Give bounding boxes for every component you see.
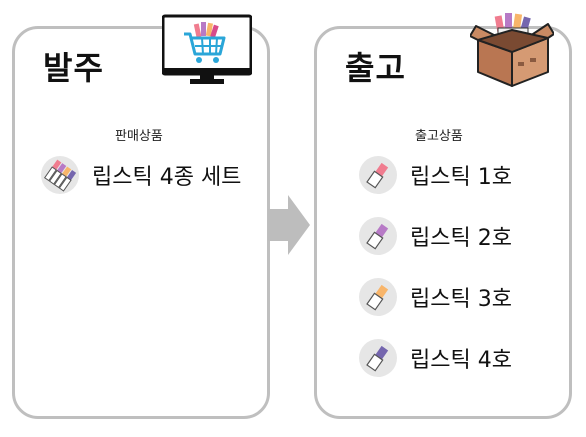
lipstick-set-icon [41, 156, 79, 194]
shipping-item: 립스틱 3호 [359, 278, 512, 316]
lipstick-icon [359, 156, 397, 194]
shipping-item-label: 립스틱 4호 [410, 348, 512, 373]
shipping-item-label: 립스틱 2호 [410, 226, 512, 251]
order-product-label: 립스틱 4종 세트 [92, 165, 242, 190]
lipstick-icon [359, 339, 397, 377]
shipping-item: 립스틱 4호 [359, 339, 512, 377]
open-box-lipsticks-icon [469, 8, 555, 92]
order-section-label: 판매상품 [115, 129, 163, 144]
right-arrow-icon [268, 195, 310, 259]
shipping-title: 출고 [345, 49, 406, 87]
order-product-item: 립스틱 4종 세트 [41, 156, 241, 194]
shipping-section-label: 출고상품 [415, 129, 463, 144]
order-panel: 발주 판매상품 립스틱 4종 세트 [12, 26, 270, 419]
monitor-shopping-cart-icon [161, 14, 253, 90]
lipstick-icon [359, 217, 397, 255]
shipping-item-label: 립스틱 3호 [410, 287, 512, 312]
shipping-item: 립스틱 1호 [359, 156, 512, 194]
lipstick-icon [359, 278, 397, 316]
order-title: 발주 [43, 49, 104, 87]
shipping-item: 립스틱 2호 [359, 217, 512, 255]
shipping-panel: 출고 출고상품 립스틱 1호 립스틱 2호 립스틱 3호 립스틱 4호 [314, 26, 572, 419]
shipping-item-label: 립스틱 1호 [410, 165, 512, 190]
